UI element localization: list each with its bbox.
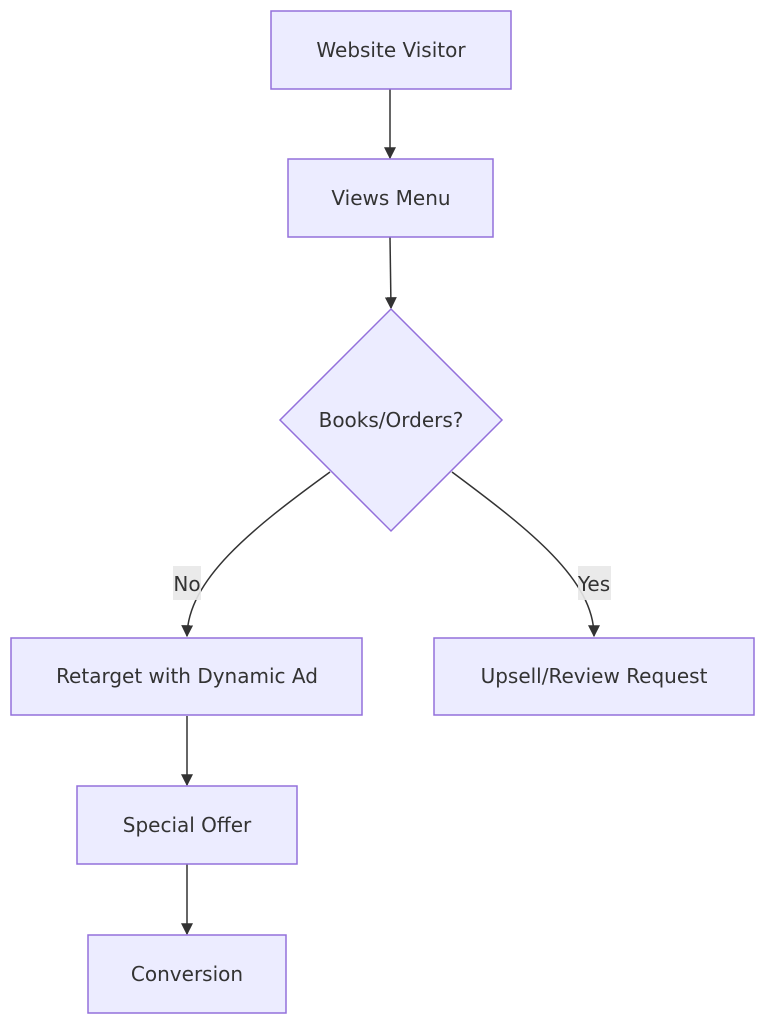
- node-retarget-label: Retarget with Dynamic Ad: [56, 664, 318, 688]
- edge-decision-to-upsell: [451, 471, 600, 638]
- node-decision-label: Books/Orders?: [319, 408, 464, 432]
- node-conversion-label: Conversion: [131, 962, 243, 986]
- node-views-menu-label: Views Menu: [331, 186, 450, 210]
- node-upsell-label: Upsell/Review Request: [481, 664, 708, 688]
- edge-decision-to-retarget: [181, 471, 331, 638]
- node-retarget-dynamic-ad: Retarget with Dynamic Ad: [10, 637, 363, 716]
- edge-label-no: No: [173, 566, 201, 600]
- node-special-offer-label: Special Offer: [123, 813, 252, 837]
- node-website-visitor: Website Visitor: [270, 10, 512, 90]
- node-upsell-review-request: Upsell/Review Request: [433, 637, 755, 716]
- edge-label-yes: Yes: [577, 566, 611, 600]
- node-special-offer: Special Offer: [76, 785, 298, 865]
- edge-menu-to-decision: [384, 236, 397, 310]
- edge-label-yes-text: Yes: [577, 572, 610, 596]
- edge-label-no-text: No: [173, 572, 200, 596]
- node-views-menu: Views Menu: [287, 158, 494, 238]
- node-website-visitor-label: Website Visitor: [316, 38, 466, 62]
- edges: [181, 89, 600, 936]
- node-decision-books-orders: Books/Orders?: [278, 307, 504, 533]
- node-conversion: Conversion: [87, 934, 287, 1014]
